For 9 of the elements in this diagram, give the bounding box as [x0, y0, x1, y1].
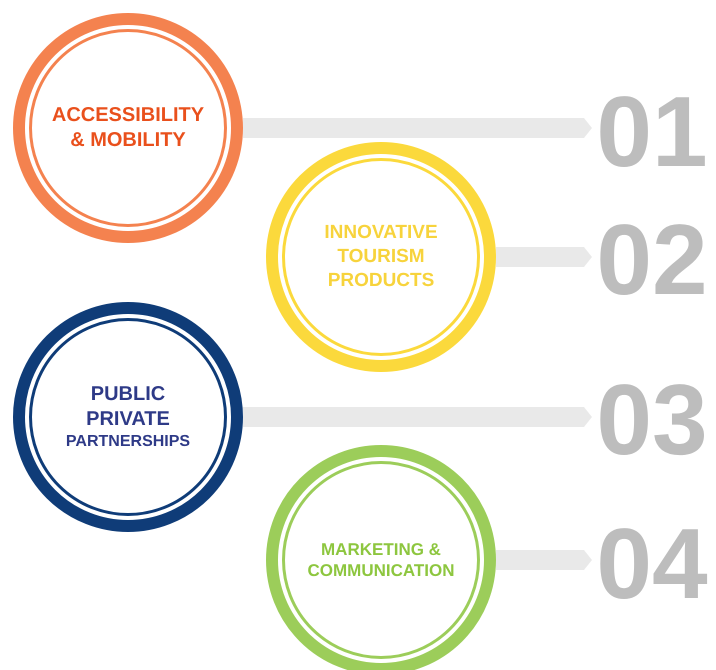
circle-label: ACCESSIBILITY & MOBILITY	[50, 103, 206, 153]
circle-label: PUBLIC PRIVATE	[85, 382, 171, 432]
circle-label: MARKETING & COMMUNICATION	[306, 538, 456, 582]
circle-label: PARTNERSHIPS	[66, 432, 190, 452]
step-number: 03	[596, 370, 708, 470]
step-number: 01	[596, 82, 708, 182]
step-number: 04	[596, 514, 708, 614]
step-number: 02	[596, 210, 708, 310]
circle-label: INNOVATIVE TOURISM PRODUCTS	[323, 221, 439, 293]
